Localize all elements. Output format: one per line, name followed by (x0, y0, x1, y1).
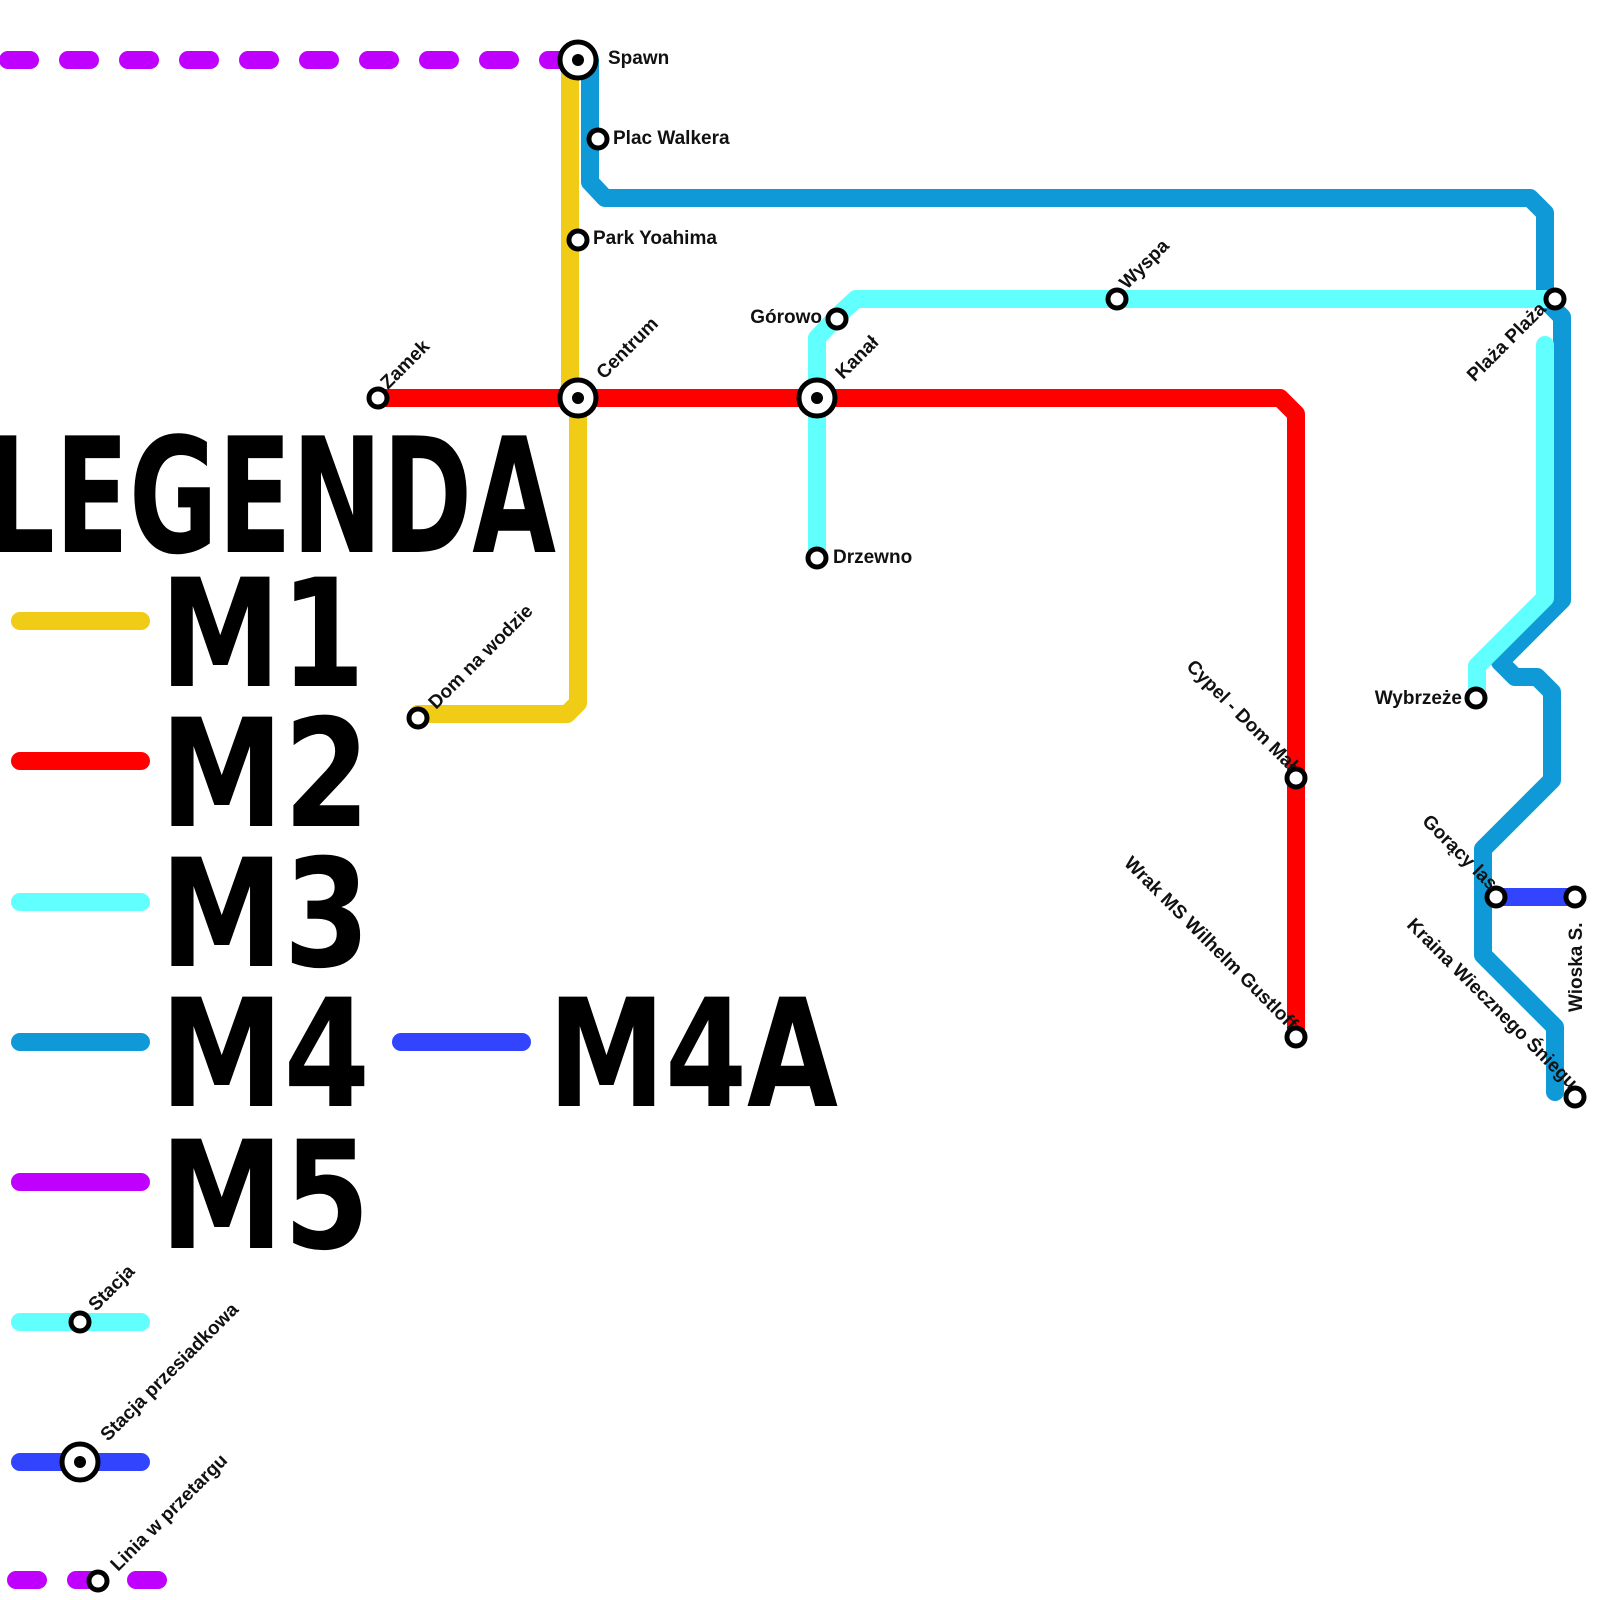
station-kanal[interactable] (796, 377, 838, 419)
label-wrak: Wrak MS Wilhelm Gustloff (1120, 853, 1302, 1035)
station-kraina[interactable] (1563, 1085, 1587, 1109)
legend-label-m4a: M4A (548, 968, 838, 1142)
station-park-yoahima[interactable] (566, 228, 590, 252)
label-cypel: Cypel - Dom Mał (1182, 656, 1302, 776)
station-wioska[interactable] (1563, 885, 1587, 909)
legend-label-m4: M4 (160, 968, 370, 1142)
station-wybrzeze[interactable] (1464, 686, 1488, 710)
label-wioska: Wioska S. (1566, 922, 1587, 1012)
station-spawn[interactable] (557, 39, 599, 81)
legend-label-m2: M2 (160, 688, 370, 862)
label-plac-walkera: Plac Walkera (613, 128, 730, 149)
station-wyspa[interactable] (1105, 287, 1129, 311)
station-zamek[interactable] (366, 386, 390, 410)
station-gorowo[interactable] (825, 307, 849, 331)
legend-title: LEGENDA (0, 403, 556, 590)
station-goracy-las[interactable] (1484, 885, 1508, 909)
label-kraina: Kraina Wiecznego Śniegu (1402, 914, 1582, 1094)
label-kanal: Kanał (832, 332, 884, 384)
station-dom-na-wodzie[interactable] (406, 706, 430, 730)
label-dom-na-wodzie: Dom na wodzie (425, 601, 538, 714)
label-gorowo: Górowo (750, 307, 822, 328)
line-m3-east (1468, 336, 1554, 699)
legend-station-symbol (68, 1310, 92, 1334)
label-spawn: Spawn (608, 48, 669, 69)
station-drzewno[interactable] (805, 546, 829, 570)
station-wrak[interactable] (1284, 1025, 1308, 1049)
label-zamek: Zamek (377, 336, 435, 394)
station-cypel[interactable] (1284, 766, 1308, 790)
legend-station-label: Stacja (85, 1261, 140, 1316)
legend-tender-symbol (86, 1569, 110, 1593)
station-plac-walkera[interactable] (586, 127, 610, 151)
legend-label-m1: M1 (160, 548, 365, 722)
label-drzewno: Drzewno (833, 547, 912, 568)
label-centrum: Centrum (593, 313, 663, 383)
label-wyspa: Wyspa (1116, 235, 1174, 293)
label-wybrzeze: Wybrzeże (1375, 688, 1462, 709)
line-m4 (581, 51, 1571, 1101)
station-centrum[interactable] (557, 377, 599, 419)
line-m3 (808, 290, 1554, 567)
station-plaza-plaza[interactable] (1543, 287, 1567, 311)
line-m1 (409, 51, 587, 723)
legend-label-m5: M5 (160, 1110, 370, 1284)
legend-interchange-symbol (59, 1441, 101, 1483)
legend-label-m3: M3 (160, 828, 370, 1002)
label-park-yoahima: Park Yoahima (593, 228, 717, 249)
